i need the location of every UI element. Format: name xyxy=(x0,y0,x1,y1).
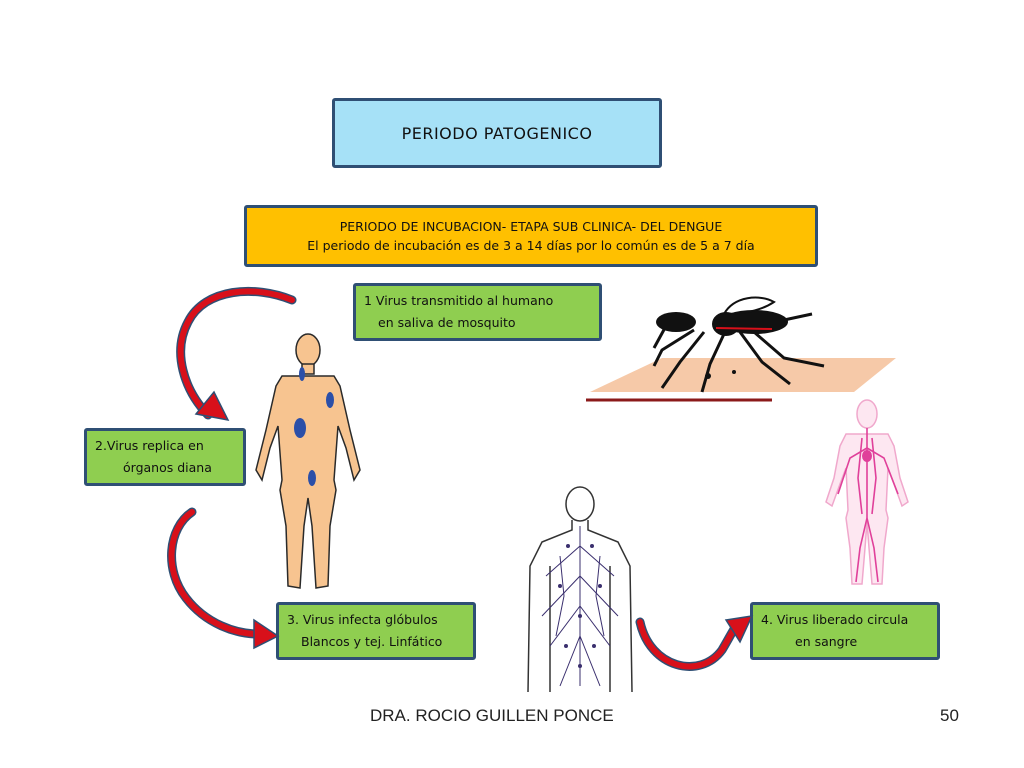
step-4-box: 4. Virus liberado circula en sangre xyxy=(750,602,940,660)
page-title: PERIODO PATOGENICO xyxy=(401,123,593,143)
curved-arrow-icon xyxy=(635,615,754,671)
mosquito-icon xyxy=(586,296,896,402)
step-4-line-1: 4. Virus liberado circula xyxy=(761,612,909,627)
title-box: PERIODO PATOGENICO xyxy=(332,98,662,168)
human-body-icon xyxy=(255,333,361,589)
step-2-line-1: 2.Virus replica en xyxy=(95,438,204,453)
step-3-box: 3. Virus infecta glóbulos Blancos y tej.… xyxy=(276,602,476,660)
step-1-box: 1 Virus transmitido al humano en saliva … xyxy=(353,283,602,341)
blood-vessel-body-icon xyxy=(825,399,909,585)
incubation-heading: PERIODO DE INCUBACION- ETAPA SUB CLINICA… xyxy=(339,219,723,234)
lymphatic-body-icon xyxy=(527,486,633,693)
step-3-line-1: 3. Virus infecta glóbulos xyxy=(287,612,438,627)
incubation-text: El periodo de incubación es de 3 a 14 dí… xyxy=(307,238,755,253)
footer-author: DRA. ROCIO GUILLEN PONCE xyxy=(370,706,614,725)
step-2-box: 2.Virus replica en órganos diana xyxy=(84,428,246,486)
step-2-line-2: órganos diana xyxy=(123,460,212,475)
step-4-line-2: en sangre xyxy=(795,634,858,649)
page-number: 50 xyxy=(940,706,959,725)
step-3-line-2: Blancos y tej. Linfático xyxy=(301,634,443,649)
step-1-line-1: 1 Virus transmitido al humano xyxy=(364,293,554,308)
step-1-line-2: en saliva de mosquito xyxy=(378,315,516,330)
incubation-box: PERIODO DE INCUBACION- ETAPA SUB CLINICA… xyxy=(244,205,818,267)
